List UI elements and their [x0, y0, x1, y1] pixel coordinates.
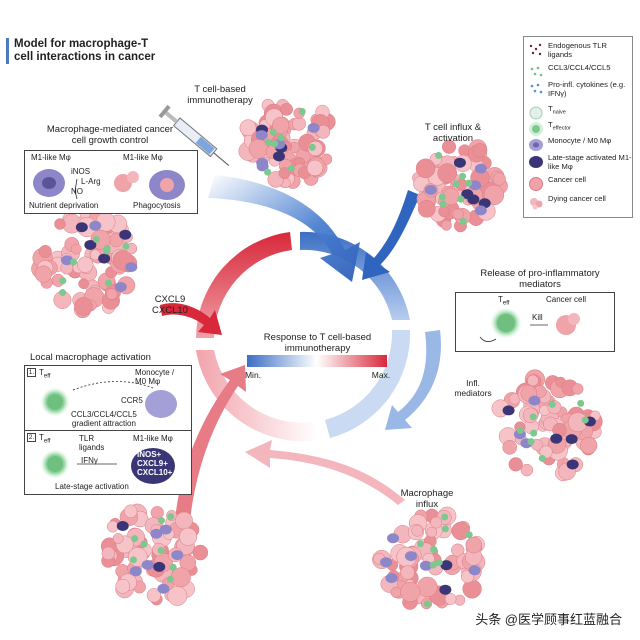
tlr-ligands-icon — [529, 43, 542, 56]
t-effector-icon — [529, 122, 543, 136]
release-art — [479, 307, 580, 342]
title-accent-bar — [6, 38, 9, 64]
m1-label: M1-like Mφ — [133, 434, 173, 443]
tlr-label: TLR ligands — [79, 434, 105, 452]
immunotherapy-label: T cell-based immunotherapy — [187, 84, 253, 106]
cxcl-arrow — [160, 303, 222, 335]
cytokine-icon — [530, 83, 543, 94]
chemokine-icon — [530, 66, 543, 77]
kill-label: Kill — [532, 313, 543, 322]
step2-badge: 2. — [27, 433, 36, 442]
cancer-cell-icon — [529, 177, 543, 191]
growth-control-box: M1-like Mφ M1-like Mφ iNOS L-Arg NO Nutr… — [24, 150, 198, 214]
cancer-cell-label: Cancer cell — [546, 295, 587, 304]
tumor-bottom — [372, 506, 486, 610]
macrophage-influx-label: Macrophage influx — [400, 488, 454, 510]
page-title: Model for macrophage-T cell interactions… — [14, 38, 156, 63]
monocyte-icon — [529, 139, 543, 151]
t-effector-icon — [47, 456, 63, 472]
inos-label: iNOS — [71, 167, 91, 176]
gradient-label: CCL3/CCL4/CCL5 gradient attraction — [71, 410, 137, 428]
step-divider — [25, 430, 191, 431]
legend: Endogenous TLR ligands CCL3/CCL4/CCL5 Pr… — [523, 36, 633, 218]
macrophage-influx-arrow — [245, 440, 405, 505]
t-effector-icon — [47, 394, 63, 410]
teff-label-1: Teff — [39, 368, 51, 380]
tumor-top — [238, 98, 336, 189]
no-label: NO — [71, 187, 83, 196]
release-label: Release of pro-inflammatory mediators — [480, 268, 600, 290]
scale-min-label: Min. — [244, 370, 262, 380]
response-scale-bar — [247, 355, 387, 367]
tumor-top-right — [412, 139, 508, 233]
larg-label: L-Arg — [81, 177, 101, 186]
ifng-label: IFNγ — [81, 456, 98, 465]
release-box: Teff Cancer cell Kill — [455, 292, 615, 352]
m1-macrophage-icon — [529, 156, 543, 168]
late-stage-label: Late-stage activation — [55, 482, 129, 491]
activation-arrow — [175, 365, 246, 520]
cycle-arc-bottom-right — [325, 330, 411, 438]
scale-max-label: Max. — [371, 370, 391, 380]
local-activation-art — [40, 381, 177, 484]
teff-label-2: Teff — [39, 433, 51, 445]
mediator-arrow — [385, 330, 441, 430]
syringe-icon — [158, 104, 230, 166]
ccr5-label: CCR5 — [121, 396, 143, 405]
growth-control-label: Macrophage-mediated cancer cell growth c… — [46, 124, 174, 146]
tcell-influx-arrow — [362, 190, 420, 280]
tcell-influx-label: T cell influx & activation — [424, 122, 482, 144]
tumor-left — [31, 208, 138, 319]
tumor-bottom-left — [100, 503, 209, 606]
tumor-right — [491, 369, 603, 482]
m1-right-label: M1-like Mφ — [123, 153, 163, 162]
local-activation-box: 1. 2. Teff Monocyte / M0 Mφ CCR5 CCL3/CC… — [24, 365, 192, 495]
response-label: Response to T cell-based immunotherapy — [263, 332, 372, 354]
dying-cancer-cell-icon — [530, 198, 543, 210]
teff-label: Teff — [498, 295, 510, 307]
phagocytosis-label: Phagocytosis — [133, 201, 181, 210]
t-naive-icon — [529, 106, 543, 120]
watermark: 头条 @医学顾事红蓝融合 — [475, 612, 622, 627]
monocyte-icon — [145, 390, 177, 418]
infl-mediators-label: Infl. mediators — [454, 378, 492, 398]
local-activation-label: Local macrophage activation — [30, 352, 151, 363]
marker-list: iNOS+ CXCL9+ CXCL10+ — [137, 450, 173, 477]
nutrient-label: Nutrient deprivation — [29, 201, 99, 210]
monocyte-label: Monocyte / M0 Mφ — [135, 368, 175, 386]
m1-macrophage-icon — [131, 448, 175, 484]
immunotherapy-arrow — [208, 175, 360, 282]
step1-badge: 1. — [27, 368, 36, 377]
growth-control-art — [33, 169, 185, 200]
cxcl-label: CXCL9 CXCL10 — [152, 294, 188, 316]
m1-left-label: M1-like Mφ — [31, 153, 71, 162]
